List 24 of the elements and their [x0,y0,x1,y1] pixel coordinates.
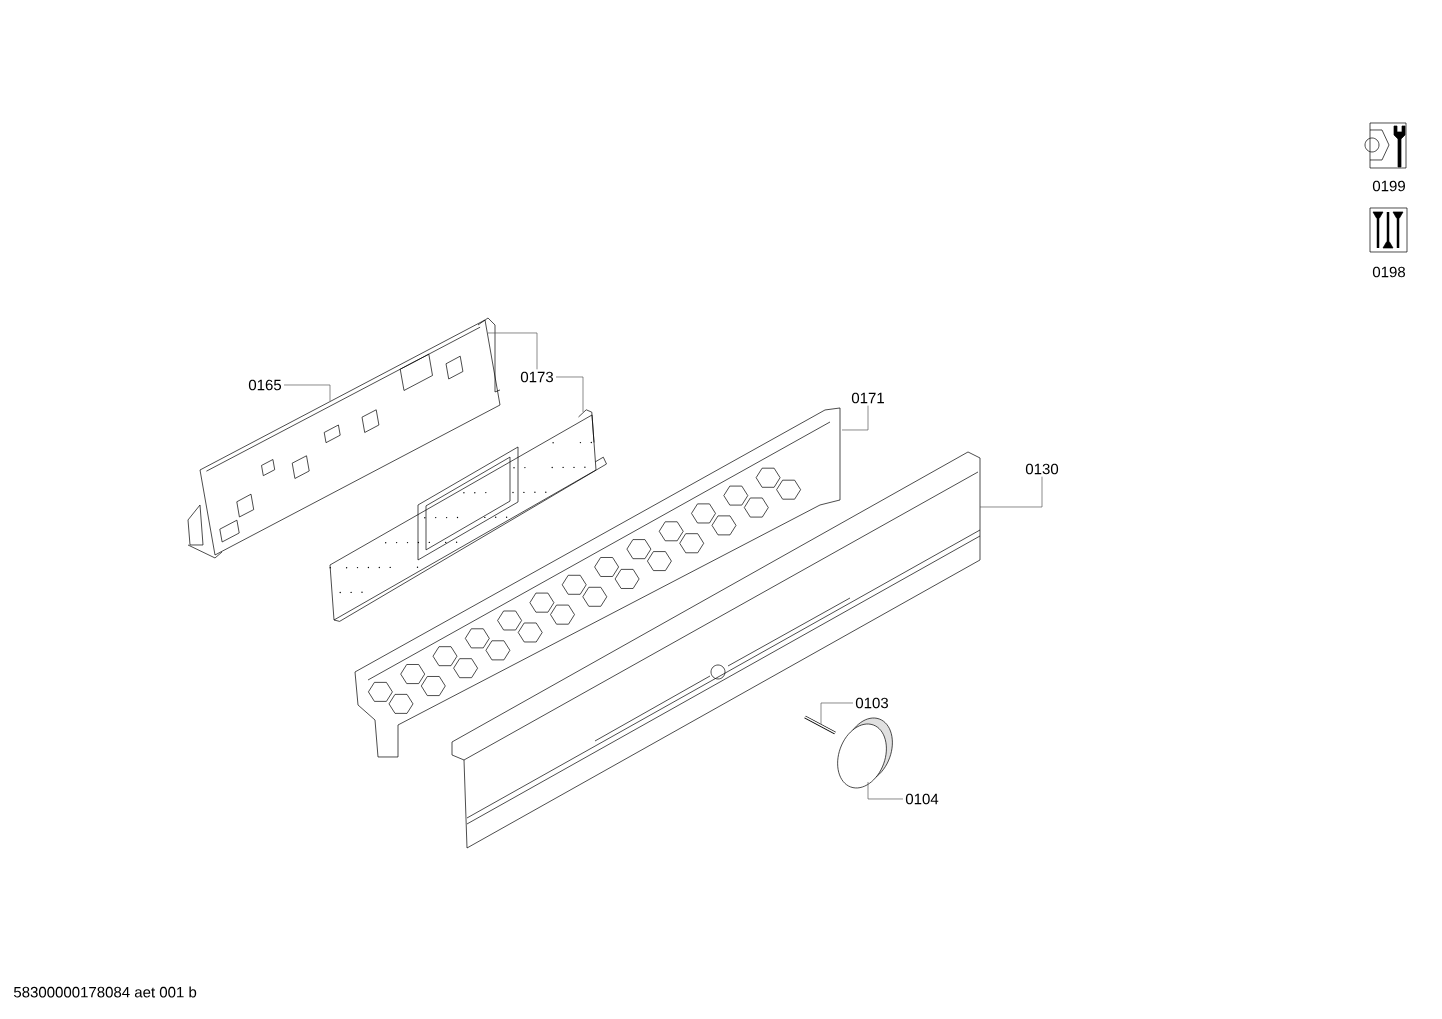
leader-line [283,384,331,402]
callout-number: 0171 [851,392,884,404]
leader-line [979,476,1043,508]
drawing-number: 58300000178084 aet 001 b [13,986,197,998]
callout-number: 0199 [1372,180,1405,192]
circuit-board-drawing [329,409,607,622]
leader-line [867,781,904,800]
callout-number: 0165 [248,379,282,391]
honeycomb-panel-drawing [354,407,841,758]
leader-line [820,702,854,725]
callout-number: 0173 [520,371,554,383]
control-panel-frame-drawing [187,317,501,559]
leader-line [487,332,538,370]
screws-icon [1369,207,1408,253]
callout-number: 0103 [855,697,889,709]
callout-number: 0198 [1372,266,1406,278]
leader-line [555,376,584,413]
pin-drawing [804,715,836,735]
leader-line [841,405,869,431]
knob-cap-drawing [837,717,893,789]
callout-number: 0130 [1025,463,1059,475]
wrench-icon [1364,122,1407,169]
callout-number: 0104 [905,793,939,805]
front-panel-drawing [451,451,981,849]
